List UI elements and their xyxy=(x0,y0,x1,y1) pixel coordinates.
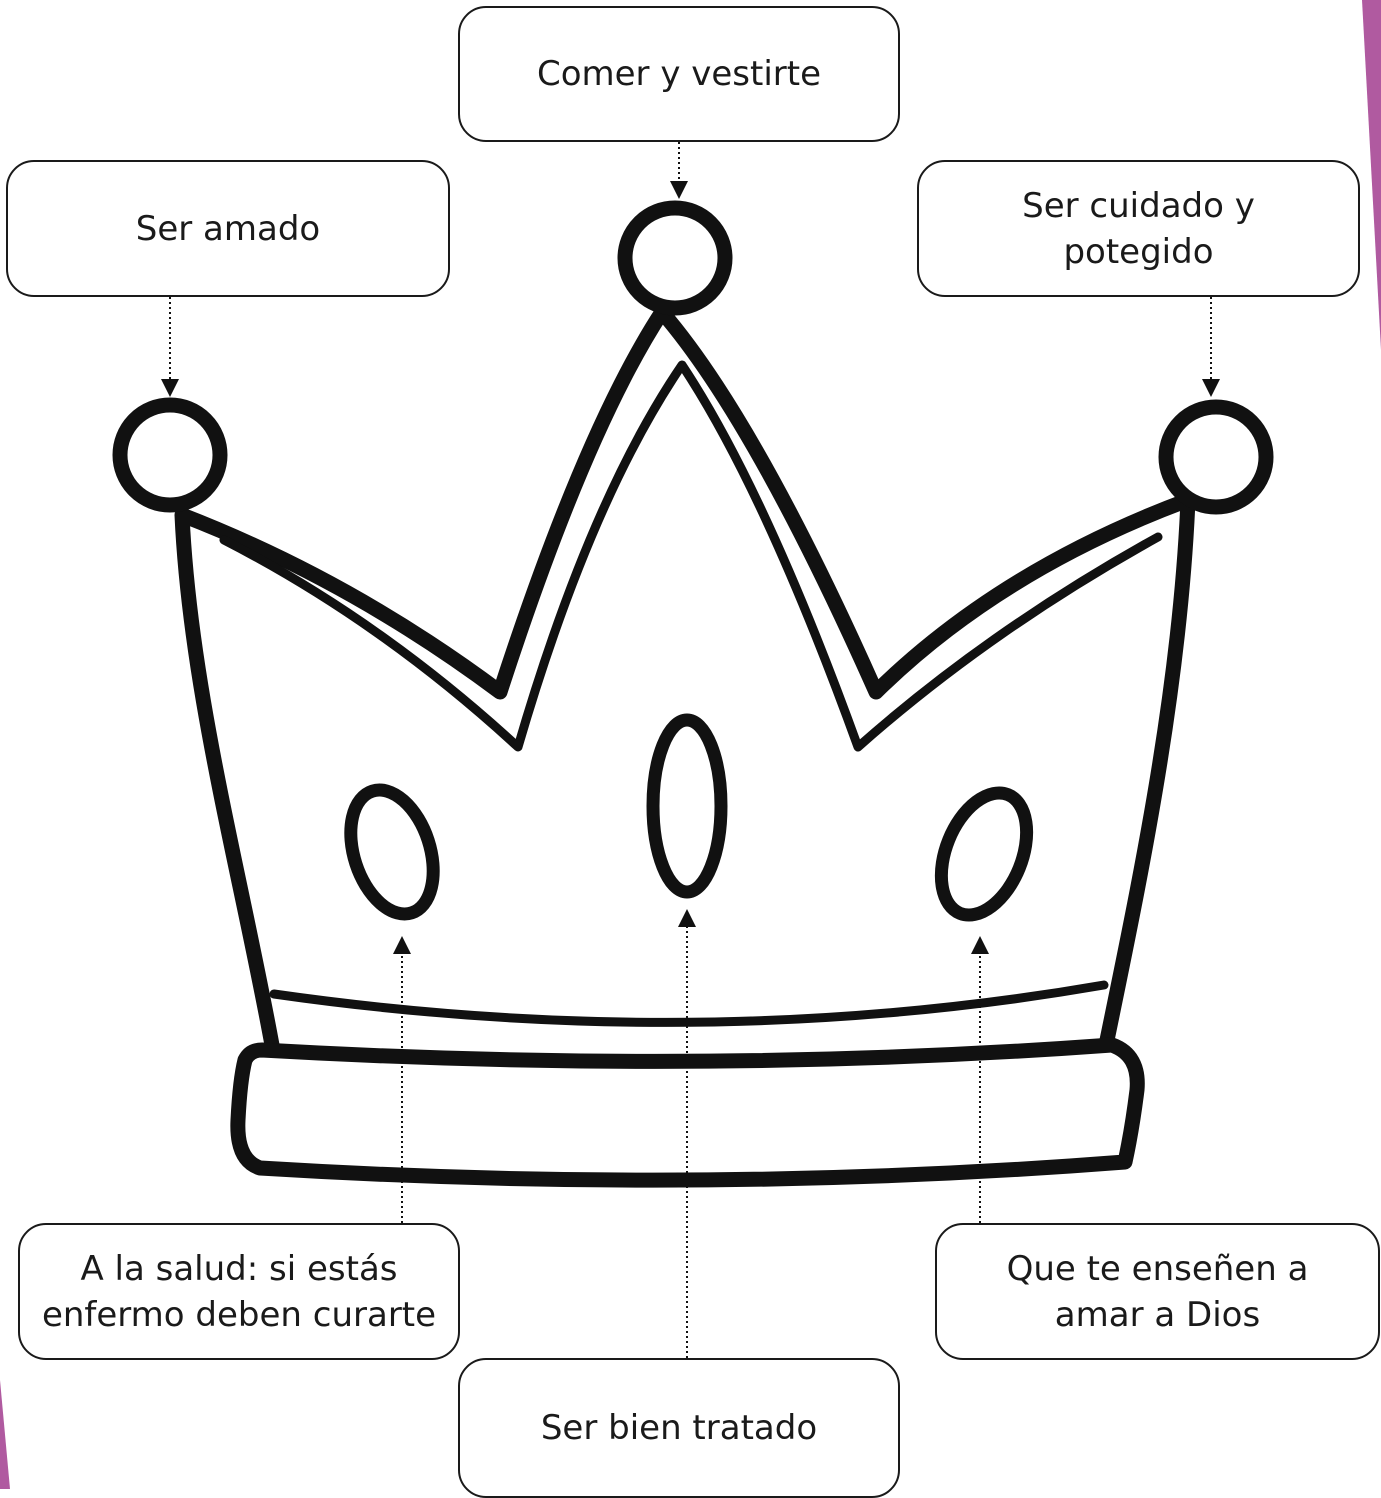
crown-ball-right xyxy=(1158,399,1274,515)
label-text-bottom-left: A la salud: si estás enfermo deben curar… xyxy=(41,1248,437,1335)
crown-jewel-center xyxy=(646,713,728,899)
crown-illustration xyxy=(112,200,1274,1188)
crown-ball-top xyxy=(617,200,733,316)
label-text-right: Ser cuidado y potegido xyxy=(1022,185,1255,272)
crown-jewel-right xyxy=(934,786,1034,922)
label-box-bottom-left: A la salud: si estás enfermo deben curar… xyxy=(18,1223,460,1360)
accent-stripe-top-right xyxy=(1362,0,1381,350)
crown-base xyxy=(230,1037,1145,1188)
label-text-top: Comer y vestirte xyxy=(536,54,822,94)
crown-body-outline xyxy=(174,304,1196,1053)
label-box-bottom: Ser bien tratado xyxy=(458,1358,900,1498)
crown-band-line xyxy=(269,980,1109,1027)
label-text-bottom-right: Que te enseñen a amar a Dios xyxy=(1006,1248,1309,1335)
accent-stripe-bottom-left xyxy=(0,1380,10,1489)
label-box-bottom-right: Que te enseñen a amar a Dios xyxy=(935,1223,1380,1360)
crown-jewel-left xyxy=(344,783,440,921)
label-text-left: Ser amado xyxy=(135,208,321,249)
crown-ball-left xyxy=(112,397,228,513)
label-box-top: Comer y vestirte xyxy=(458,6,900,142)
crown-inner-line-left xyxy=(219,360,1163,752)
pointer-arrows xyxy=(161,142,1220,1358)
label-box-right: Ser cuidado y potegido xyxy=(917,160,1360,297)
label-box-left: Ser amado xyxy=(6,160,450,297)
label-text-bottom: Ser bien tratado xyxy=(540,1408,818,1448)
